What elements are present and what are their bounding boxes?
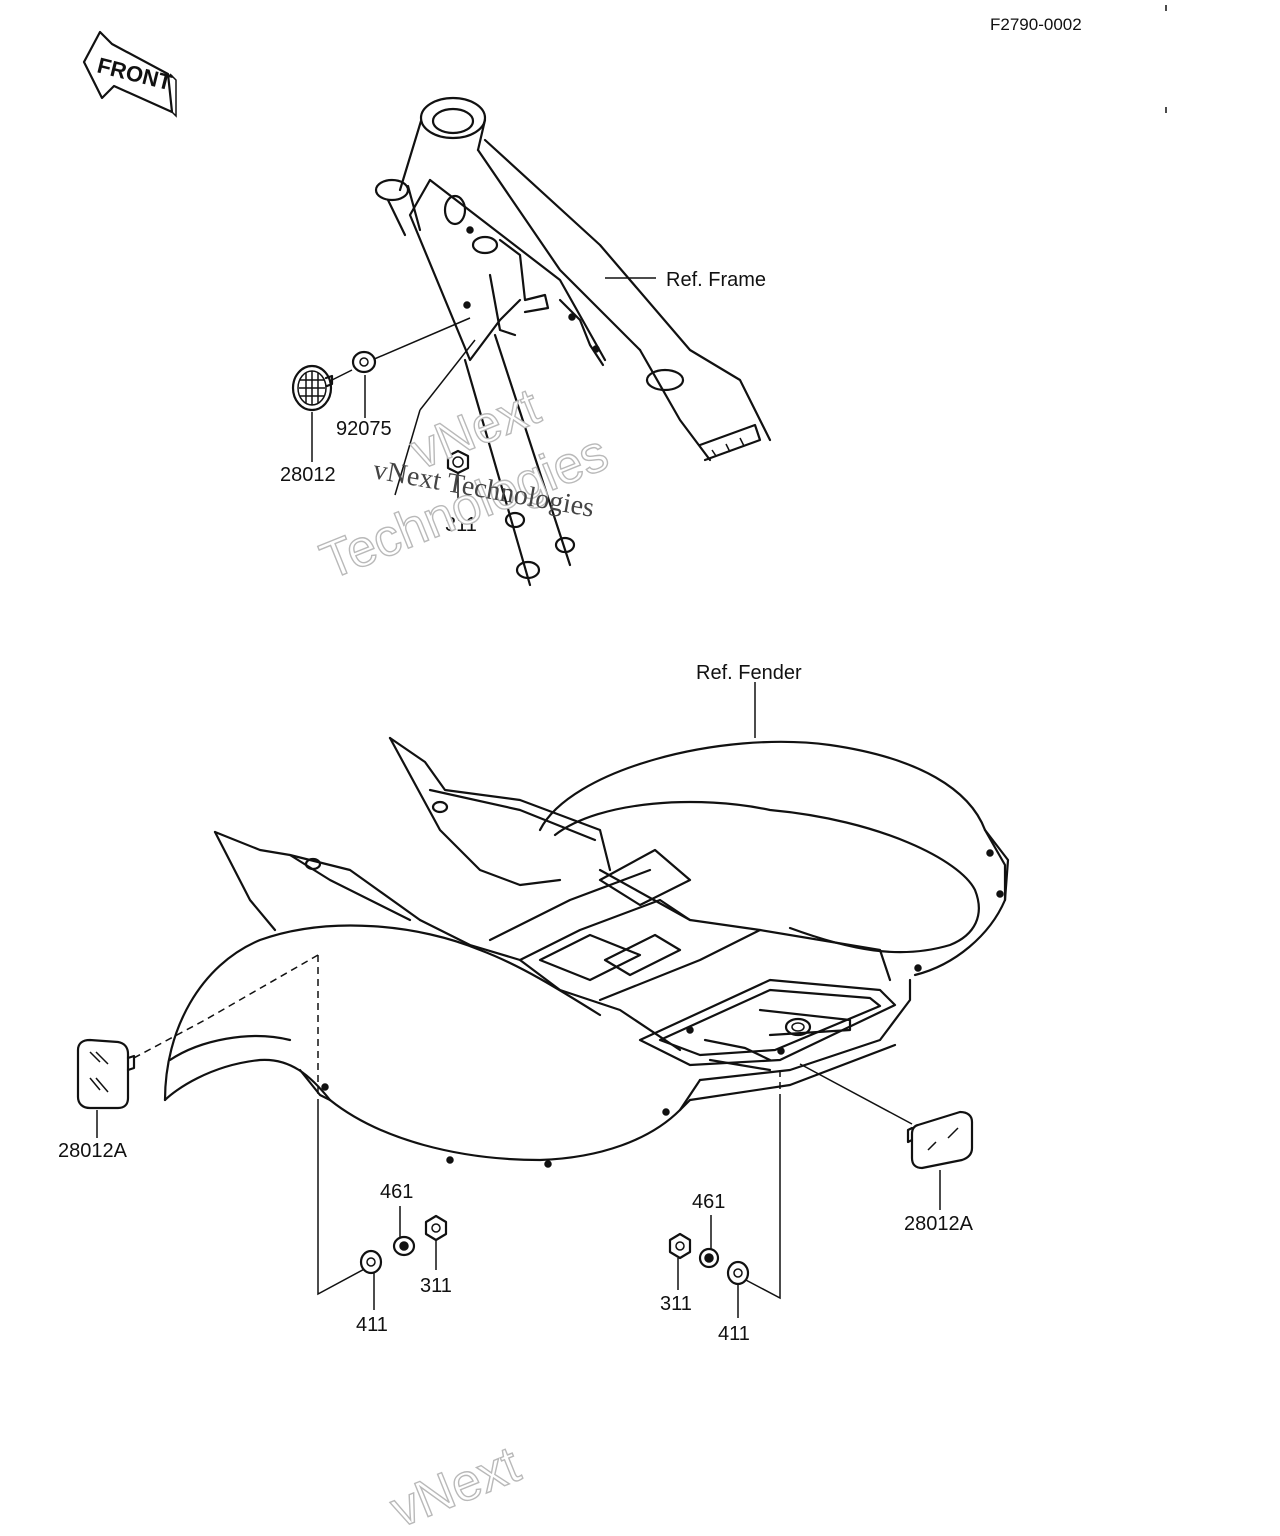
part-label-92075: 92075	[336, 418, 392, 440]
nut-311-right	[668, 1232, 692, 1260]
washer-411-left	[359, 1249, 383, 1275]
leader-line	[129, 954, 319, 1061]
leader-line	[741, 1100, 781, 1300]
part-label-311-top: 311	[445, 514, 477, 536]
part-label-411-right: 411	[718, 1323, 750, 1345]
nut-311-top	[446, 449, 470, 475]
lock-washer-461-right	[698, 1247, 720, 1269]
washer-92075	[351, 350, 377, 374]
leader-line	[329, 369, 353, 382]
nut-311-left	[424, 1214, 448, 1242]
leader-line	[799, 1063, 913, 1125]
leader-line	[394, 409, 421, 496]
rect-reflector-28012A-left	[76, 1038, 136, 1110]
leader-line	[419, 339, 476, 411]
frame-assembly	[374, 96, 772, 587]
leader-line	[371, 317, 471, 361]
part-label-411-left: 411	[356, 1314, 388, 1336]
lock-washer-461-left	[392, 1235, 416, 1257]
round-reflector-28012	[291, 364, 334, 412]
leader-line	[317, 1100, 371, 1296]
part-label-28012A-left: 28012A	[58, 1140, 128, 1162]
part-label-311-left: 311	[420, 1275, 452, 1297]
rect-reflector-28012A-right	[906, 1110, 974, 1170]
part-label-461-right: 461	[692, 1191, 725, 1213]
washer-411-right	[726, 1260, 750, 1286]
figure-code: F2790-0002	[990, 15, 1082, 34]
fender-assembly	[163, 736, 1010, 1168]
part-label-28012A-right: 28012A	[904, 1213, 974, 1235]
part-label-461-left: 461	[380, 1181, 413, 1203]
part-label-311-right: 311	[660, 1293, 692, 1315]
ref-fender-label: Ref. Fender	[696, 662, 802, 684]
front-direction-arrow: FRONT	[82, 30, 177, 118]
ref-frame-label: Ref. Frame	[666, 269, 766, 291]
part-label-28012: 28012	[280, 464, 336, 486]
watermark: vNext	[383, 1435, 528, 1536]
